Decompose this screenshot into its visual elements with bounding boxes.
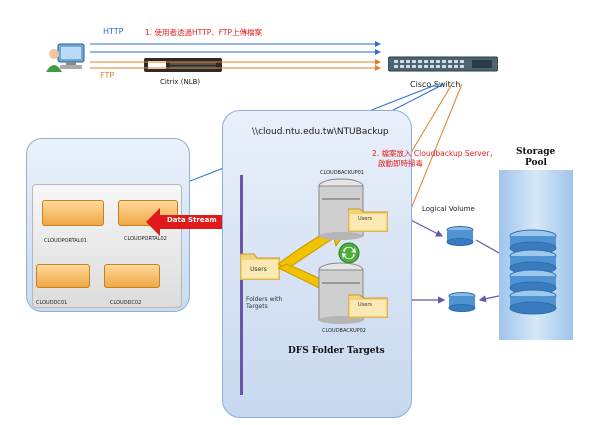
logical-volume-1-icon [446, 226, 474, 246]
sync-icon [338, 242, 360, 264]
node-clouddc01 [36, 264, 90, 288]
unc-path: \\cloud.ntu.edu.tw\NTUBackup [252, 127, 389, 137]
user-computer-icon [44, 42, 86, 74]
backup1-users-label: Users [358, 216, 373, 222]
node3-label: CLOUDDC01 [36, 300, 68, 306]
backup2-users-label: Users [358, 302, 373, 308]
users-folder-icon [239, 250, 281, 281]
users-folder-label: Users [250, 266, 267, 273]
step1-text: 1. 使用者透過HTTP、FTP上傳檔案 [145, 28, 263, 37]
step2-line1: 2. 檔案放入 Cloudbackup Server， [372, 149, 497, 158]
logical-volume-2-icon [448, 292, 476, 312]
backup1-users-folder [347, 206, 389, 233]
data-stream-arrow [146, 208, 238, 236]
http-label: HTTP [103, 27, 124, 36]
switch-label: Cisco Switch [410, 80, 461, 89]
folders-targets-label: Folders with Targets [246, 296, 283, 310]
ftp-label: FTP [100, 71, 115, 80]
step2-line2: 啟動即時掃毒 [378, 159, 423, 168]
node1-label: CLOUDPORTAL01 [44, 238, 87, 244]
storage-title-line1: Storage [516, 147, 556, 157]
dfs-title: DFS Folder Targets [288, 346, 385, 356]
data-stream-label: Data Stream [167, 216, 217, 224]
storage-disk-stack-icon [508, 228, 558, 324]
cisco-switch-device [387, 56, 499, 72]
logical-volume-label: Logical Volume [422, 205, 475, 213]
dfs-divider-line [240, 175, 243, 395]
node-cloudportal01 [42, 200, 104, 226]
nlb-label: Citrix (NLB) [160, 78, 201, 86]
node-clouddc02 [104, 264, 160, 288]
backup1-label: CLOUDBACKUP01 [320, 170, 364, 176]
backup2-label: CLOUDBACKUP02 [322, 328, 366, 334]
node4-label: CLOUDDC02 [110, 300, 142, 306]
storage-title-line2: Pool [525, 158, 547, 168]
node2-label: CLOUDPORTAL02 [124, 236, 167, 242]
backup2-users-folder [347, 292, 389, 319]
